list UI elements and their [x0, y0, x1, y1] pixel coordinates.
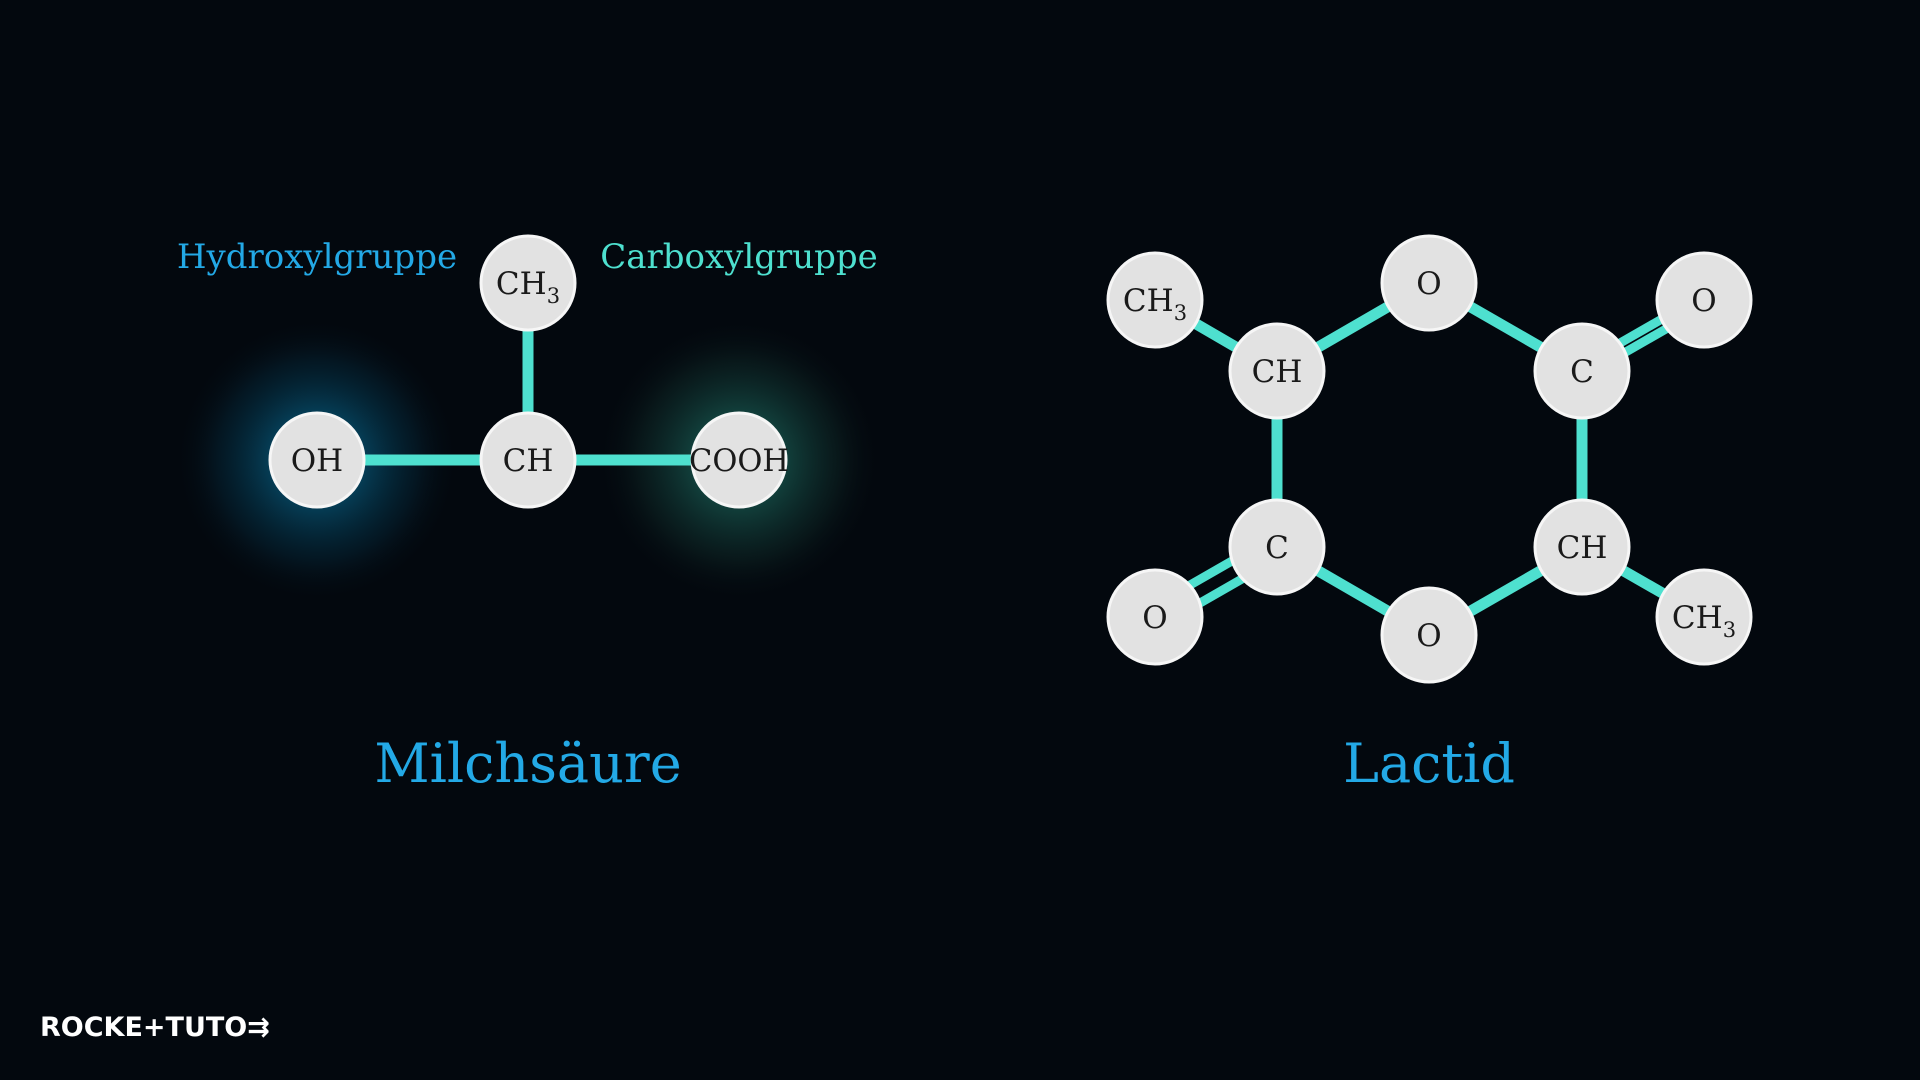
- atom-c-left-label: C: [1265, 530, 1289, 566]
- atom-cooh: COOH: [689, 411, 789, 509]
- atom-oh: OH: [268, 411, 366, 509]
- atom-ch-label: CH: [503, 443, 554, 479]
- atom-o-top-right-label: O: [1691, 283, 1716, 319]
- atom-o-top-label: O: [1416, 266, 1441, 302]
- milchsaeure-molecule: CH3 OH CH COOH Hydroxylgruppe Carboxylgr…: [174, 234, 882, 795]
- hydroxyl-group-label: Hydroxylgruppe: [177, 237, 457, 277]
- atom-o-bottom-left-label: O: [1142, 600, 1167, 636]
- atom-ch3-bottom-right: CH3: [1655, 568, 1753, 666]
- atom-c-right-label: C: [1570, 354, 1594, 390]
- lactid-title: Lactid: [1343, 732, 1515, 795]
- atom-c-right: C: [1533, 322, 1631, 420]
- atom-oh-label: OH: [291, 443, 343, 479]
- atom-ch: CH: [479, 411, 577, 509]
- atom-ch-left: CH: [1228, 322, 1326, 420]
- milchsaeure-title: Milchsäure: [374, 732, 681, 795]
- atom-cooh-label: COOH: [689, 443, 789, 479]
- atom-ch3: CH3: [479, 234, 577, 332]
- atom-ch3-top-left-label: CH3: [1123, 283, 1187, 325]
- lactid-molecule: O C CH O C CH CH3 O: [1106, 234, 1753, 795]
- atom-c-left: C: [1228, 498, 1326, 596]
- atom-ch3-bottom-right-label: CH3: [1672, 600, 1736, 642]
- atom-ch-right: CH: [1533, 498, 1631, 596]
- atom-ch3-label: CH3: [496, 266, 560, 308]
- atom-o-bottom-label: O: [1416, 618, 1441, 654]
- atom-ch-left-label: CH: [1252, 354, 1303, 390]
- atom-o-bottom: O: [1380, 586, 1478, 684]
- rocket-tutor-logo: ROCKE+TUTO⇉: [40, 1012, 270, 1043]
- atom-o-top-right: O: [1655, 251, 1753, 349]
- atom-o-bottom-left: O: [1106, 568, 1204, 666]
- atom-ch3-top-left: CH3: [1106, 251, 1204, 349]
- atom-o-top: O: [1380, 234, 1478, 332]
- atom-ch-right-label: CH: [1557, 530, 1608, 566]
- carboxyl-group-label: Carboxylgruppe: [600, 237, 878, 277]
